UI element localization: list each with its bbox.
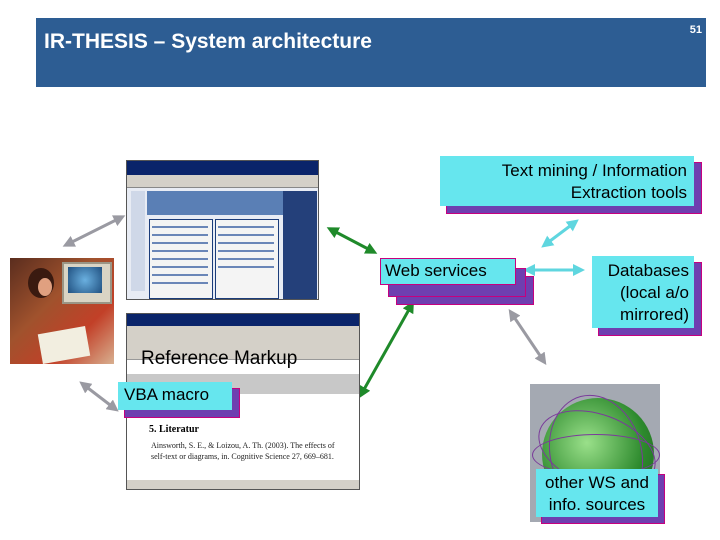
arrow-webservices-vba (359, 300, 414, 399)
slide-header: IR-THESIS – System architecture 51 (36, 18, 706, 87)
reference-markup-heading: Reference Markup (141, 348, 298, 369)
literature-heading: 5. Literatur (149, 424, 199, 435)
web-services-box: Web services (380, 258, 516, 285)
databases-box: Databases (local a/o mirrored) (592, 256, 694, 328)
citation-text: Ainsworth, S. E., & Loizou, A. Th. (2003… (151, 441, 335, 461)
other-ws-box: other WS and info. sources (536, 469, 658, 517)
arrow-webservices-otherws (508, 309, 547, 365)
vba-macro-box: VBA macro (118, 382, 232, 410)
arrow-photo-vba (79, 381, 119, 412)
text-mining-box: Text mining / Information Extraction too… (440, 156, 694, 206)
slide-title: IR-THESIS – System architecture (44, 30, 372, 53)
arrow-photo-browser (62, 215, 126, 247)
arrow-browser-webservices (326, 227, 378, 254)
user-photo (10, 258, 114, 364)
browser-screenshot (126, 160, 319, 300)
arrow-textmining-webservices (541, 219, 579, 248)
slide-number: 51 (689, 24, 702, 36)
